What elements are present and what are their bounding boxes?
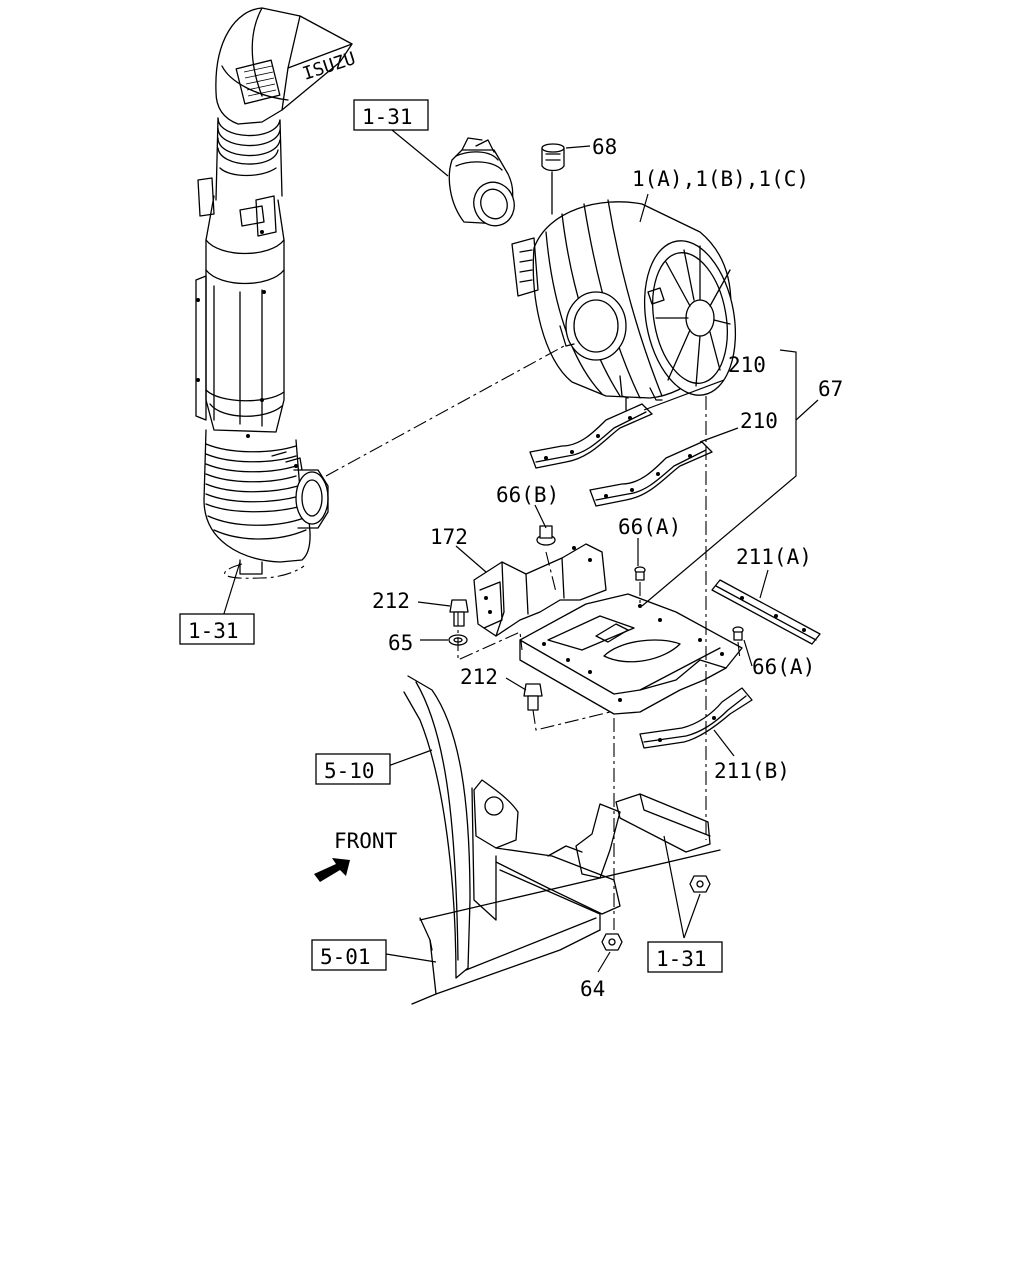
callout-66b: 66(B) xyxy=(496,483,559,507)
callout-67: 67 xyxy=(818,377,843,401)
front-label: FRONT xyxy=(334,829,398,853)
callout-172: 172 xyxy=(430,525,468,549)
bolt-212-mid xyxy=(523,683,543,711)
callout-64: 64 xyxy=(580,977,605,1001)
callout-211b: 211(B) xyxy=(714,759,790,783)
air-intake-duct: ISUZU xyxy=(195,7,358,575)
callout-68: 68 xyxy=(592,135,617,159)
ref-box-5-01: 5-01 xyxy=(311,939,387,971)
bracket-211-a xyxy=(711,579,821,645)
callout-66a-right: 66(A) xyxy=(752,655,815,679)
callout-66a-top: 66(A) xyxy=(618,515,681,539)
ref-label-1-31-top: 1-31 xyxy=(362,105,413,129)
ref-label-5-01: 5-01 xyxy=(320,945,371,969)
callout-1: 1(A),1(B),1(C) xyxy=(632,167,809,191)
leader-lines xyxy=(221,129,819,973)
callout-212-mid: 212 xyxy=(460,665,498,689)
svg-text:ISUZU: ISUZU xyxy=(300,48,358,85)
assembly-centerlines xyxy=(224,345,741,930)
bracket-210-lower xyxy=(589,441,713,507)
ref-box-5-10: 5-10 xyxy=(315,753,391,785)
bolt-212-top xyxy=(449,599,469,627)
bracket-210-upper xyxy=(529,403,653,469)
ref-label-1-31-left: 1-31 xyxy=(188,619,239,643)
front-direction-arrow xyxy=(314,858,350,882)
rubber-mount-66a-top xyxy=(634,566,646,581)
chassis-frame xyxy=(403,675,721,1005)
bracket-211-b xyxy=(639,687,753,749)
air-cleaner-1 xyxy=(511,199,737,411)
callout-210-lower: 210 xyxy=(740,409,778,433)
callout-65: 65 xyxy=(388,631,413,655)
bracket-172 xyxy=(473,543,607,637)
plate-67 xyxy=(519,593,743,715)
nut-64 xyxy=(601,933,623,951)
ref-label-5-10: 5-10 xyxy=(324,759,375,783)
ref-box-1-31-left: 1-31 xyxy=(179,613,255,645)
rubber-mount-66a-right xyxy=(732,626,744,641)
nut-lower-right xyxy=(689,875,711,893)
ref-label-1-31-bottom: 1-31 xyxy=(656,947,707,971)
intake-hose-elbow xyxy=(448,137,515,227)
callout-211a: 211(A) xyxy=(736,545,812,569)
restriction-indicator-68 xyxy=(541,143,565,215)
ref-box-1-31-bottom: 1-31 xyxy=(647,941,723,973)
callout-210-upper: 210 xyxy=(728,353,766,377)
callout-212-top: 212 xyxy=(372,589,410,613)
rubber-mount-66b xyxy=(536,525,556,546)
ref-box-1-31-top: 1-31 xyxy=(353,99,429,131)
